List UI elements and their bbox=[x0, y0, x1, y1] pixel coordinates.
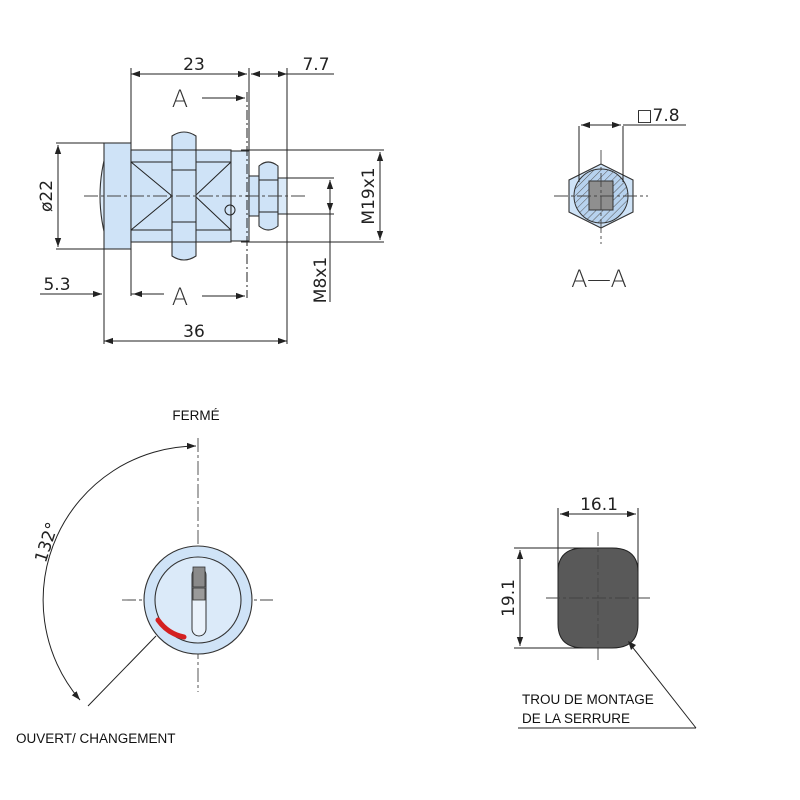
hole-view: 16.1 19.1 TROU DE MONTAGE DE LA SERRURE bbox=[499, 495, 697, 729]
dim-width-nut: 7.7 bbox=[302, 55, 329, 75]
side-view: 23 7.7 A A ø22 M19x1 M8x1 5.3 36 bbox=[37, 55, 384, 345]
dim-total: 36 bbox=[183, 322, 205, 342]
angle-label: 132° bbox=[31, 520, 63, 565]
dim-offset: 5.3 bbox=[43, 275, 70, 295]
section-view: □7.8 A—A bbox=[554, 106, 686, 293]
dim-thread-tail: M8x1 bbox=[311, 257, 331, 303]
hole-dim-width: 16.1 bbox=[580, 495, 618, 515]
pin-hole bbox=[224, 204, 236, 216]
front-view: FERMÉ 132° OUVERT/ CHANGEMENT bbox=[16, 408, 273, 746]
angle-arc bbox=[42, 442, 197, 701]
hole-dim-height: 19.1 bbox=[499, 579, 519, 617]
label-open: OUVERT/ CHANGEMENT bbox=[16, 731, 176, 746]
section-marker-top: A bbox=[172, 85, 188, 113]
section-label: A—A bbox=[571, 265, 627, 293]
hole-caption-line1: TROU DE MONTAGE bbox=[522, 692, 654, 707]
section-marker-bottom: A bbox=[172, 283, 188, 311]
label-closed: FERMÉ bbox=[172, 408, 219, 423]
dim-width-body: 23 bbox=[183, 55, 205, 75]
key-bit bbox=[192, 566, 206, 588]
hole-caption-line2: DE LA SERRURE bbox=[522, 711, 630, 726]
dim-square: □7.8 bbox=[636, 106, 679, 126]
dim-thread-body: M19x1 bbox=[359, 167, 379, 224]
dim-diameter: ø22 bbox=[37, 180, 57, 212]
